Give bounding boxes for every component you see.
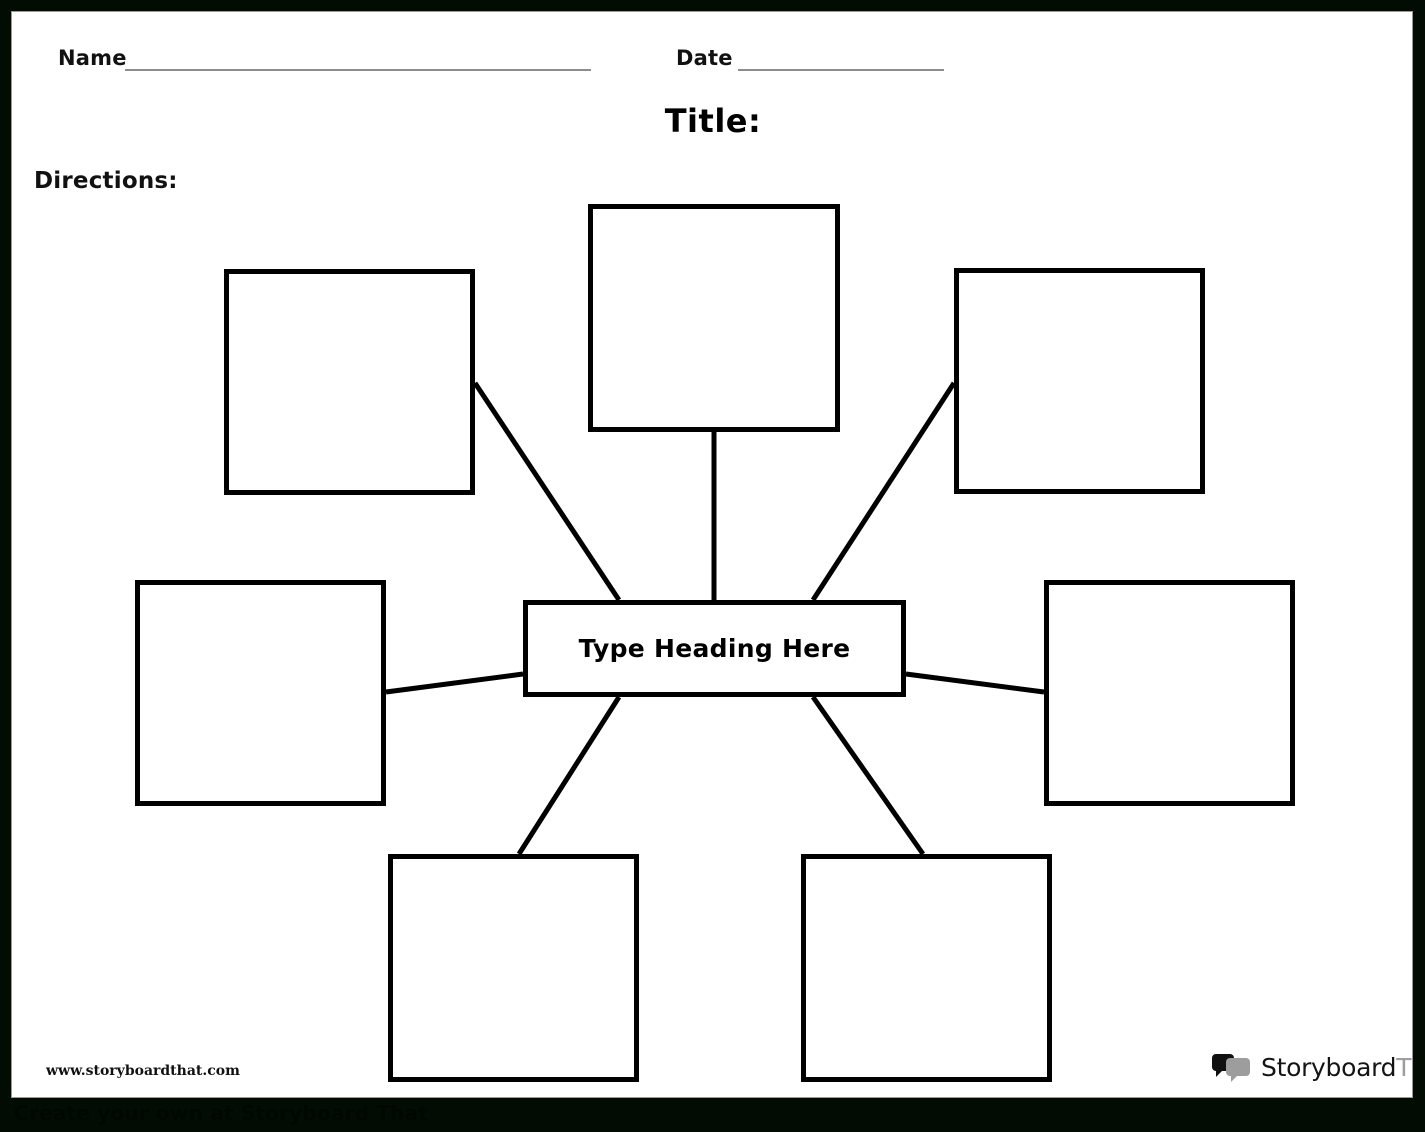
branch-box-bottom-right[interactable] <box>801 854 1052 1082</box>
connector-top-right <box>810 381 957 602</box>
footer-url[interactable]: www.storyboardthat.com <box>46 1063 240 1079</box>
name-label: Name <box>58 46 127 70</box>
logo-word-that: That <box>1396 1052 1412 1082</box>
connector-bottom-right <box>810 695 926 856</box>
connector-mid-right <box>905 671 1045 695</box>
speech-bubbles-icon <box>1212 1052 1252 1082</box>
branch-box-middle-right[interactable] <box>1044 580 1295 806</box>
connector-top-left <box>472 381 622 602</box>
connector-bottom-left <box>516 695 622 856</box>
date-input-rule[interactable] <box>738 69 944 71</box>
logo-word-storyboard: Storyboard <box>1261 1052 1397 1082</box>
branch-box-middle-left[interactable] <box>135 580 386 806</box>
name-input-rule[interactable] <box>125 69 591 71</box>
date-label: Date <box>676 46 733 70</box>
branch-box-top[interactable] <box>588 204 840 432</box>
central-heading-label: Type Heading Here <box>578 634 851 663</box>
worksheet-page: Name Date Title: Directions: <box>11 11 1413 1098</box>
directions-label: Directions: <box>34 168 178 194</box>
page-title: Title: <box>664 102 762 140</box>
connector-lines <box>385 381 1045 856</box>
central-heading-box[interactable]: Type Heading Here <box>523 600 906 697</box>
create-your-own-caption: Create your own at Storyboard That <box>14 1101 429 1125</box>
branch-box-top-right[interactable] <box>954 268 1205 494</box>
spider-map-diagram: Type Heading Here <box>12 12 1412 1097</box>
connector-mid-left <box>385 671 524 695</box>
branch-box-top-left[interactable] <box>224 269 475 495</box>
branch-box-bottom-left[interactable] <box>388 854 639 1082</box>
